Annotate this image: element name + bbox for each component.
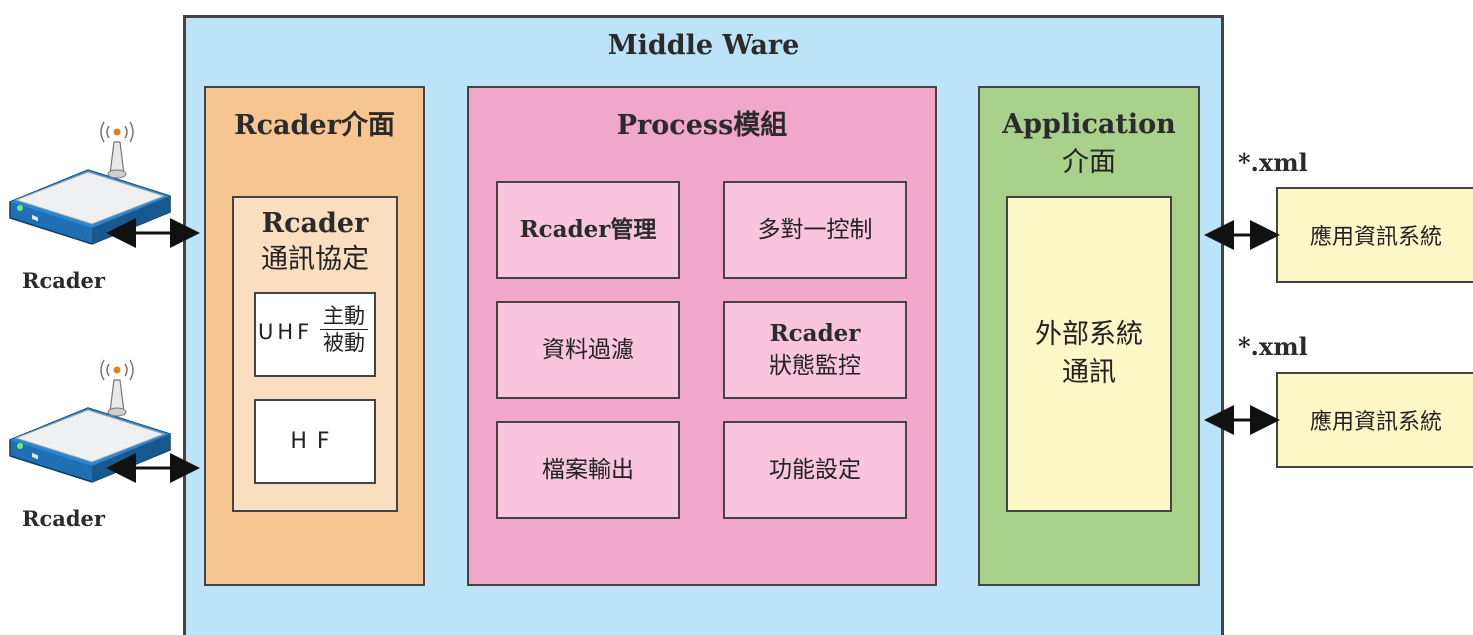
process-item-function-settings: 功能設定 [723,421,907,519]
reader-protocol-title-line2: 通訊協定 [261,244,369,275]
process-module-title: Process模組 [616,110,788,141]
application-info-system-box: 應用資訊系統 [1276,372,1473,468]
reader-protocol-title: Rcader 通訊協定 [232,206,398,278]
uhf-label: UHF [258,320,314,344]
process-item-file-output: 檔案輸出 [496,421,680,519]
process-item-label-line2: 狀態監控 [769,353,861,379]
application-info-system-label: 應用資訊系統 [1309,410,1442,435]
process-item-data-filter: 資料過濾 [496,301,680,399]
external-communication-box [1006,196,1172,512]
process-item-reader-status-monitor: Rcader 狀態監控 [723,301,907,399]
application-interface-title-line1: Application [1002,109,1176,140]
reader-device-label: Rcader [22,268,105,293]
application-info-system-box: 應用資訊系統 [1276,187,1473,283]
application-info-system-label: 應用資訊系統 [1309,225,1442,250]
diagram-graphics [9,121,1280,483]
external-communication-line2: 通訊 [1062,357,1116,388]
reader-protocol-title-line1: Rcader [261,208,369,239]
process-item-label: Rcader管理 [519,216,657,243]
process-item-label-line1: Rcader [769,320,861,347]
process-item-label: 功能設定 [769,457,861,483]
middleware-title: Middle Ware [607,30,800,61]
process-item-label: 檔案輸出 [542,457,634,483]
xml-file-label: *.xml [1238,332,1308,361]
hf-label: HF [290,429,340,454]
process-item-label: 多對一控制 [757,217,873,243]
uhf-active-label: 主動 [323,304,365,328]
external-communication-line1: 外部系統 [1035,319,1143,350]
reader-interface-title: Rcader介面 [234,110,395,141]
process-item-label: 資料過濾 [542,337,634,363]
uhf-mode-fraction: 主動 被動 [320,303,368,356]
application-interface-title: Application 介面 [978,106,1200,182]
uhf-passive-label: 被動 [320,329,368,356]
process-item-reader-management: Rcader管理 [496,181,680,279]
wifi-router-icon [9,121,171,245]
wifi-router-icon [9,359,171,483]
hf-box [254,399,376,484]
external-communication-label: 外部系統 通訊 [1006,316,1172,392]
process-item-many-to-one-control: 多對一控制 [723,181,907,279]
uhf-box [254,292,376,377]
application-interface-title-line2: 介面 [1062,147,1116,178]
xml-file-label: *.xml [1238,148,1308,177]
reader-device-label: Rcader [22,506,105,531]
